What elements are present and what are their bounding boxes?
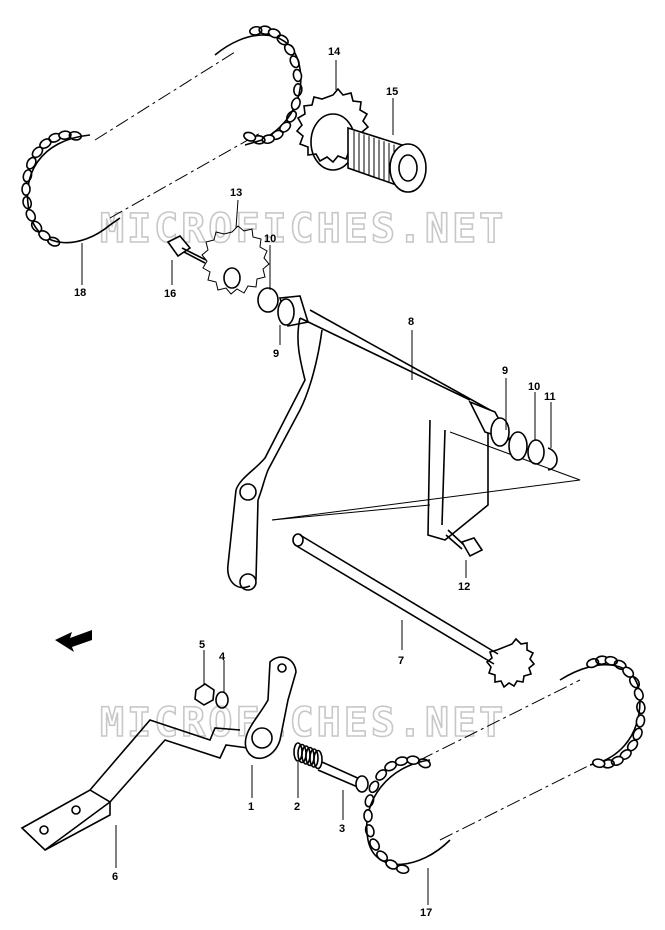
chain-link <box>243 131 257 142</box>
chain-18 <box>21 25 303 247</box>
chain-link <box>385 859 399 870</box>
label-8: 8 <box>408 316 414 328</box>
spring-coil <box>309 748 319 768</box>
chain-link <box>364 794 375 808</box>
arm-assembly-8 <box>226 309 512 591</box>
hub-15 <box>347 126 427 193</box>
washer-10-left <box>257 287 279 313</box>
label-16: 16 <box>164 288 176 300</box>
label-9-left: 9 <box>273 348 279 360</box>
chain-link <box>22 169 33 183</box>
label-13: 13 <box>230 187 242 199</box>
bushing-9-right <box>508 431 528 461</box>
watermark-bottom: MICROFICHES.NET <box>100 700 506 746</box>
pin-3 <box>317 761 369 793</box>
chain-link <box>417 758 431 769</box>
chain-link <box>292 68 303 83</box>
front-arrow-icon <box>55 630 92 652</box>
label-18: 18 <box>74 287 86 299</box>
chain-link <box>406 755 420 765</box>
chain-link <box>283 43 296 56</box>
chain-link <box>267 28 281 39</box>
chain-17 <box>363 655 646 875</box>
chain-link <box>30 220 43 233</box>
label-17: 17 <box>420 907 432 919</box>
lever-1 <box>244 656 297 760</box>
washer-10-right <box>527 439 545 465</box>
chain-link <box>636 700 646 715</box>
label-15: 15 <box>386 86 398 98</box>
chain-link <box>632 727 643 741</box>
chain-link <box>369 838 381 851</box>
chain-link <box>628 675 641 689</box>
chain-link <box>285 110 298 123</box>
sprocket-13 <box>201 225 270 295</box>
label-4: 4 <box>219 651 226 663</box>
chain-link <box>633 687 644 701</box>
bracket-6 <box>20 719 249 852</box>
label-5: 5 <box>199 639 205 651</box>
chain-link <box>290 97 301 111</box>
chain-link <box>635 714 646 728</box>
label-12: 12 <box>458 581 470 593</box>
chain-link <box>276 34 289 46</box>
chain-link <box>591 758 606 769</box>
chain-link <box>375 769 388 781</box>
chain-link <box>68 130 83 141</box>
chain-link <box>58 130 72 140</box>
label-7: 7 <box>398 655 404 667</box>
nut-5 <box>194 683 215 706</box>
label-14: 14 <box>328 46 341 58</box>
clip-11 <box>547 447 558 471</box>
spring-coil <box>313 749 323 770</box>
bolt-12 <box>445 529 484 558</box>
chain-link <box>293 83 303 97</box>
watermark-top: MICROFICHES.NET <box>100 206 506 252</box>
chain-link <box>22 195 33 210</box>
leader-lines <box>81 60 552 905</box>
label-10-right: 10 <box>528 381 540 393</box>
label-3: 3 <box>339 823 345 835</box>
label-10-left: 10 <box>264 233 276 245</box>
chain-link <box>289 55 300 69</box>
pointer-lines <box>271 431 581 521</box>
shaft-7 <box>292 533 536 689</box>
label-2: 2 <box>294 801 300 813</box>
bushing-9-left <box>277 295 310 327</box>
chain-link <box>25 208 37 222</box>
washer-4 <box>215 691 229 709</box>
chain-link <box>363 809 373 823</box>
chain-link <box>376 850 389 862</box>
chain-link <box>394 756 409 767</box>
bolt-16 <box>166 235 207 264</box>
pointer-line-2 <box>271 504 431 521</box>
label-1: 1 <box>248 801 254 813</box>
label-9-right: 9 <box>502 365 508 377</box>
label-11: 11 <box>544 391 556 403</box>
chain-link <box>364 824 375 838</box>
chain-link <box>21 182 31 196</box>
chain-link <box>368 780 380 794</box>
label-6: 6 <box>112 871 118 883</box>
spring-2 <box>293 742 323 770</box>
